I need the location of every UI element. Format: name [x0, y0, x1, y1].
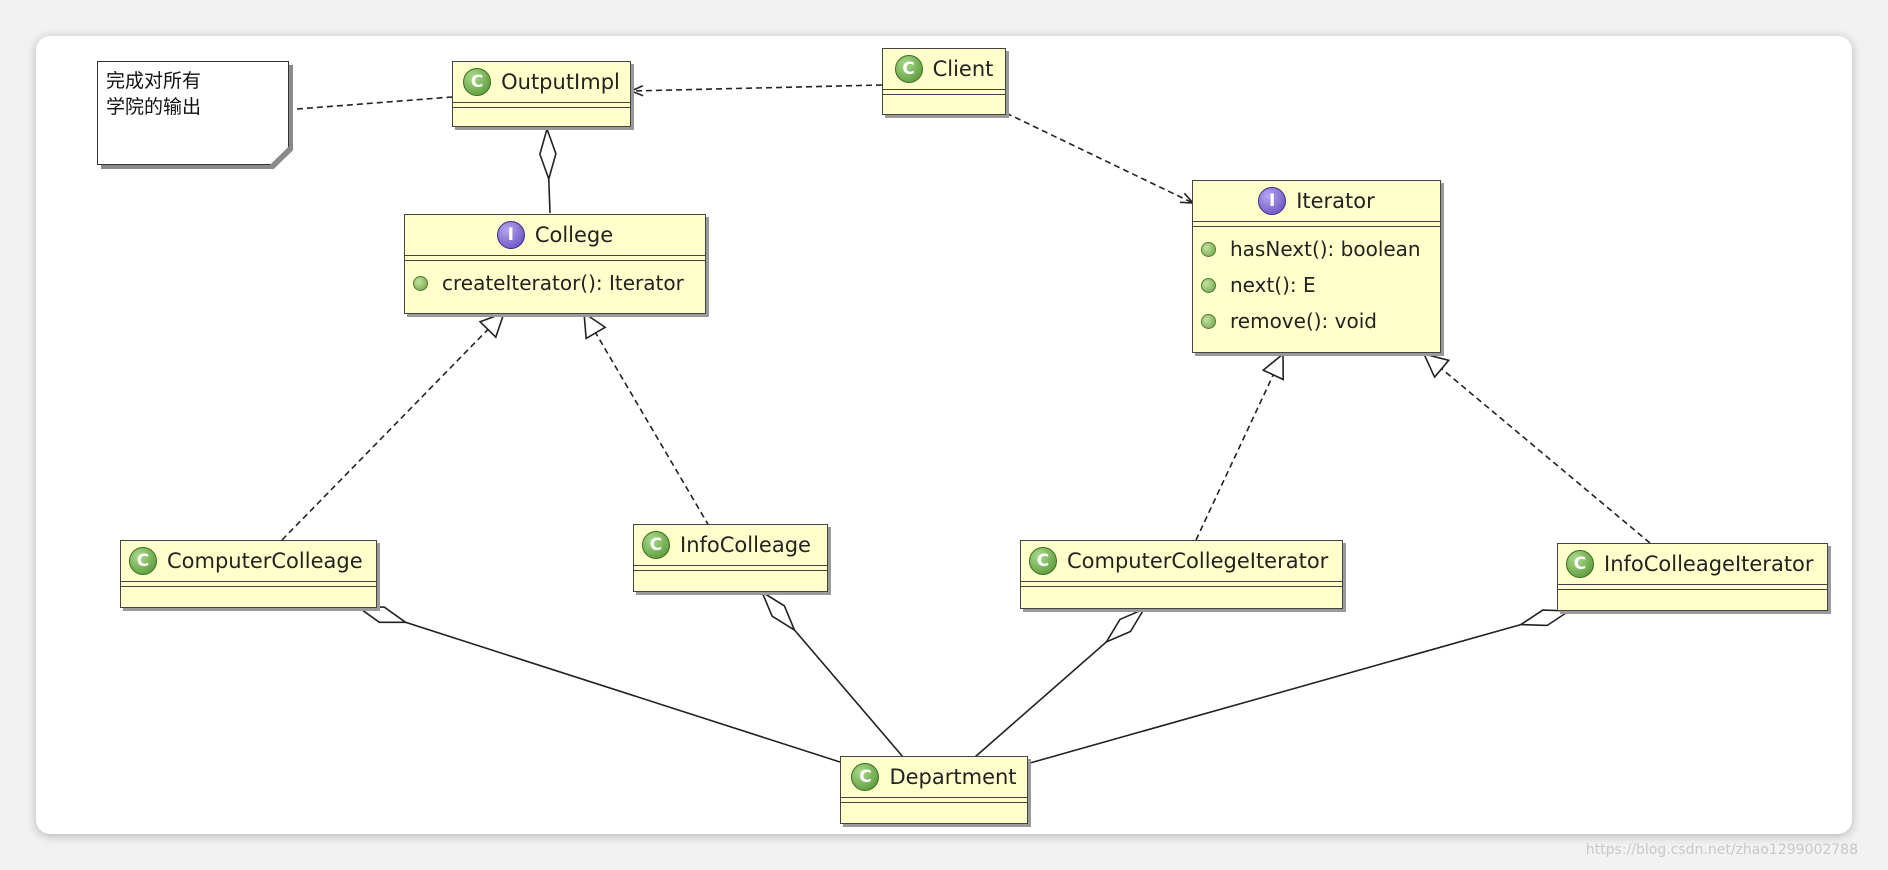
class-icon: C: [1566, 550, 1594, 578]
class-name: InfoColleage: [680, 533, 811, 557]
class-icon: C: [851, 763, 880, 791]
class-infocolleageiterator[interactable]: C InfoColleageIterator: [1557, 543, 1828, 611]
computercollegeiterator-department-aggregation: [974, 609, 1144, 758]
public-method-icon: [413, 275, 428, 291]
operations-section: createIterator(): Iterator: [405, 261, 705, 307]
class-computercollegeiterator[interactable]: C ComputerCollegeIterator: [1020, 540, 1343, 609]
infocolleageiterator-realizes-iterator: [1424, 354, 1651, 544]
note-comment[interactable]: 完成对所有 学院的输出: [97, 61, 289, 165]
class-computercolleage-header: C ComputerColleage: [121, 541, 376, 582]
interface-college-header: I College: [405, 215, 705, 256]
class-infocolleage[interactable]: C InfoColleage: [633, 524, 828, 592]
class-name: ComputerColleage: [167, 549, 363, 573]
class-infocolleage-header: C InfoColleage: [634, 525, 827, 566]
operation[interactable]: remove(): void: [1201, 303, 1434, 339]
attributes-section: [1021, 582, 1342, 587]
class-client-header: C Client: [883, 49, 1005, 90]
operations-section: [1021, 587, 1342, 591]
class-name: Department: [889, 765, 1017, 789]
public-method-icon: [1201, 313, 1216, 329]
interface-name: Iterator: [1296, 189, 1375, 213]
interface-iterator-header: I Iterator: [1193, 181, 1440, 222]
operation-signature: next(): E: [1230, 273, 1316, 297]
class-computercollegeiterator-header: C ComputerCollegeIterator: [1021, 541, 1342, 582]
client-outputimpl-dependency: [631, 84, 883, 91]
class-department-header: C Department: [841, 757, 1027, 798]
attributes-section: [121, 582, 376, 587]
operation[interactable]: next(): E: [1201, 267, 1434, 303]
attributes-section: [841, 798, 1027, 803]
attributes-section: [634, 566, 827, 571]
class-icon: C: [1029, 547, 1057, 575]
operations-section: [634, 571, 827, 575]
attributes-section: [405, 256, 705, 261]
operations-section: [883, 95, 1005, 99]
operation[interactable]: hasNext(): boolean: [1201, 231, 1434, 267]
class-department[interactable]: C Department: [840, 756, 1028, 824]
attributes-section: [1558, 585, 1827, 590]
infocolleage-department-aggregation: [762, 592, 904, 758]
class-name: OutputImpl: [501, 70, 620, 94]
infocolleageiterator-department-aggregation: [1029, 611, 1569, 764]
operations-section: hasNext(): boolean next(): E remove(): v…: [1193, 227, 1440, 345]
operation-signature: createIterator(): Iterator: [442, 271, 684, 295]
class-icon: C: [894, 55, 923, 83]
class-icon: C: [642, 531, 670, 559]
operation-signature: remove(): void: [1230, 309, 1377, 333]
operations-section: [1558, 590, 1827, 594]
note-link: [296, 96, 453, 110]
operation[interactable]: createIterator(): Iterator: [413, 265, 699, 301]
operations-section: [841, 803, 1027, 807]
class-name: InfoColleageIterator: [1604, 552, 1814, 576]
client-iterator-dependency: [1005, 112, 1193, 203]
attributes-section: [1193, 222, 1440, 227]
operation-signature: hasNext(): boolean: [1230, 237, 1421, 261]
attributes-section: [453, 103, 630, 108]
class-name: ComputerCollegeIterator: [1067, 549, 1329, 573]
note-text: 完成对所有 学院的输出: [106, 70, 202, 118]
class-name: Client: [932, 57, 994, 81]
computercolleage-realizes-college: [281, 313, 504, 541]
class-icon: C: [129, 547, 157, 575]
diagram-canvas: [36, 36, 1852, 834]
class-infocolleageiterator-header: C InfoColleageIterator: [1558, 544, 1827, 585]
class-outputimpl-header: C OutputImpl: [453, 62, 630, 103]
public-method-icon: [1201, 241, 1216, 257]
class-computercolleage[interactable]: C ComputerColleage: [120, 540, 377, 608]
outputimpl-college-aggregation: [547, 129, 550, 214]
interface-icon: I: [496, 221, 525, 249]
interface-name: College: [534, 223, 614, 247]
class-client[interactable]: C Client: [882, 48, 1006, 115]
computercolleage-department-aggregation: [358, 607, 841, 763]
interface-icon: I: [1258, 187, 1287, 215]
public-method-icon: [1201, 277, 1216, 293]
interface-iterator[interactable]: I Iterator hasNext(): boolean next(): E …: [1192, 180, 1441, 353]
interface-college[interactable]: I College createIterator(): Iterator: [404, 214, 706, 314]
class-outputimpl[interactable]: C OutputImpl: [452, 61, 631, 127]
watermark: https://blog.csdn.net/zhao1299002788: [1585, 842, 1858, 858]
infocolleage-realizes-college: [584, 313, 710, 527]
computercollegeiterator-realizes-iterator: [1195, 354, 1283, 541]
operations-section: [453, 108, 630, 112]
class-icon: C: [463, 68, 492, 96]
attributes-section: [883, 90, 1005, 95]
operations-section: [121, 587, 376, 591]
